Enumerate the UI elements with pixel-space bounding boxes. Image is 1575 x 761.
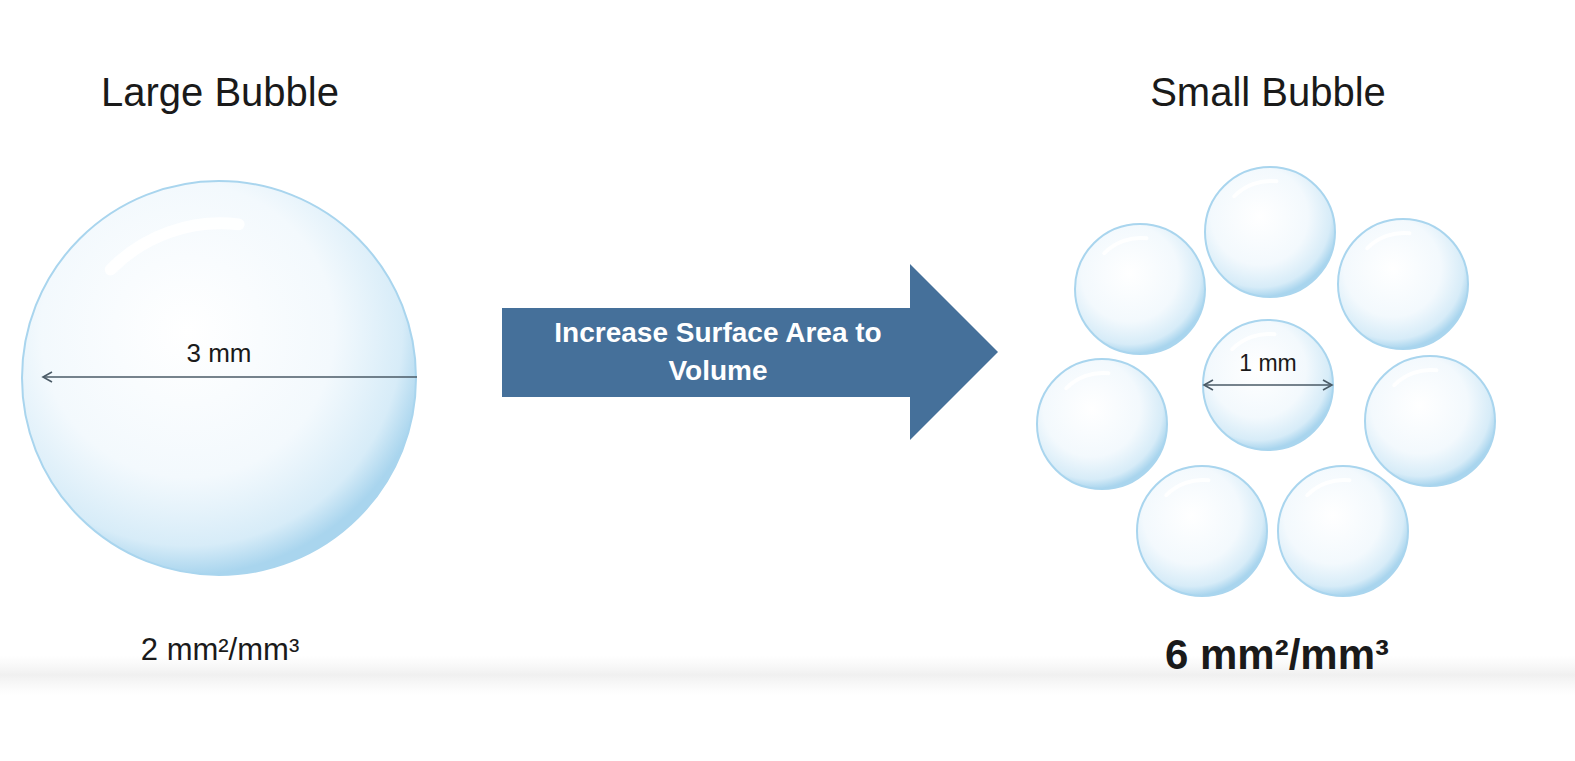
- large-bubble: 3 mm: [21, 180, 417, 576]
- bubble-highlight: [111, 223, 239, 269]
- bubble-outline: [1202, 319, 1334, 451]
- dimension-label: 1 mm: [1202, 350, 1334, 377]
- dimension-arrow: [43, 372, 417, 382]
- bubble-highlight: [1066, 373, 1108, 388]
- small-bubble: [1338, 219, 1468, 349]
- dimension-label: 3 mm: [21, 338, 417, 369]
- bubble-highlight: [1104, 238, 1146, 253]
- small-bubble: [1365, 356, 1495, 486]
- small-bubbles: [1037, 167, 1495, 596]
- ratio-label: 2 mm²/mm³: [141, 632, 299, 668]
- bubble: [22, 181, 416, 575]
- heading-label: Large Bubble: [101, 70, 339, 115]
- bubble-highlight: [1394, 370, 1436, 385]
- small-bubble: [1075, 224, 1205, 354]
- bubble: [1203, 320, 1333, 450]
- bubble-highlight: [1234, 181, 1276, 196]
- bubble-outline: [21, 180, 417, 576]
- small-bubble: [1278, 466, 1408, 596]
- heading-label: Small Bubble: [1150, 70, 1386, 115]
- small-bubble: [1205, 167, 1335, 297]
- bubble-highlight: [1307, 480, 1349, 495]
- dimension-arrow: [1204, 380, 1332, 390]
- arrow-label: Increase Surface Area to Volume: [508, 314, 928, 390]
- bubble-highlight: [1232, 334, 1274, 349]
- small-bubble: [1137, 466, 1267, 596]
- small-bubble: 1 mm: [1202, 319, 1334, 451]
- process-arrow: Increase Surface Area to Volume: [500, 262, 1000, 442]
- ratio-label: 6 mm²/mm³: [1165, 631, 1389, 679]
- bubble-highlight: [1367, 233, 1409, 248]
- bubble-highlight: [1166, 480, 1208, 495]
- arrow-shape: [500, 262, 1000, 442]
- small-bubble: [1037, 359, 1167, 489]
